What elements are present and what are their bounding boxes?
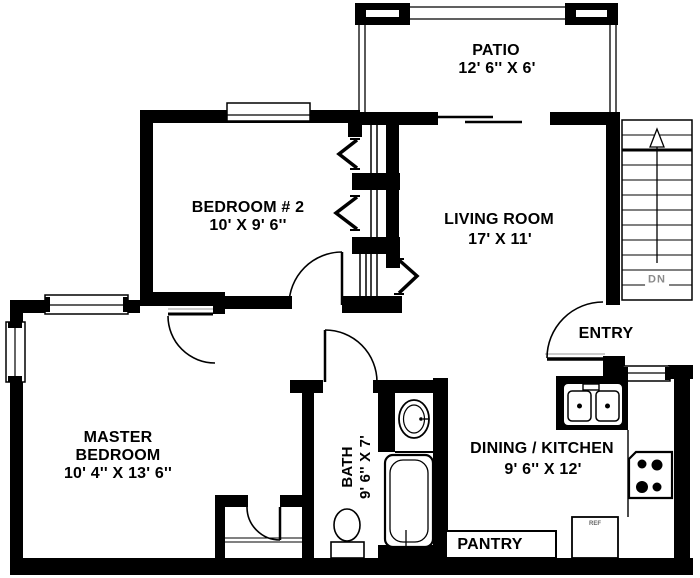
pantry-label: PANTRY: [457, 536, 523, 553]
bifold-door-icons: [333, 138, 420, 295]
window-bedroom2: [226, 102, 311, 122]
dining-kitchen-label: DINING / KITCHEN: [470, 440, 614, 457]
master-bedroom-dims: 10' 4'' X 13' 6'': [63, 465, 173, 482]
door-master-closet: [246, 506, 282, 541]
kitchen-sink-icon: [556, 376, 628, 430]
refrigerator-label: REF: [589, 521, 601, 527]
stairs-up-arrow-icon: [649, 127, 665, 148]
closet-partitions: [359, 123, 378, 298]
door-master: [167, 308, 216, 364]
window-master-top: [44, 294, 129, 315]
door-bath: [323, 329, 378, 383]
bath-label: BATH 9' 6'' X 7': [339, 435, 375, 499]
door-bedroom2: [288, 251, 344, 306]
walls: [10, 110, 693, 575]
bedroom2-label: BEDROOM # 2: [191, 199, 305, 216]
vanity-sink-icon: [395, 399, 433, 453]
living-room-label: LIVING ROOM: [444, 211, 554, 228]
closet-shelf: [225, 537, 302, 543]
stairs-down-label: DN: [645, 274, 669, 286]
window-kitchen: [622, 365, 671, 382]
entry-label: ENTRY: [578, 325, 634, 342]
bathtub-icon: [383, 453, 435, 549]
stairs: [621, 119, 693, 301]
patio-dims: 12' 6'' X 6': [458, 60, 536, 77]
master-bedroom-label-line2: BEDROOM: [75, 447, 161, 464]
patio-railing: [355, 3, 618, 113]
master-bedroom-label-line1: MASTER: [83, 429, 153, 446]
living-room-dims: 17' X 11': [468, 231, 532, 248]
bath-label-dims: 9' 6'' X 7': [357, 434, 374, 500]
bedroom2-dims: 10' X 9' 6'': [209, 217, 287, 234]
pantry-shelf: [445, 530, 557, 559]
patio-label: PATIO: [472, 42, 520, 59]
toilet-icon: [330, 508, 365, 559]
refrigerator-icon: [571, 516, 619, 559]
door-entry: [545, 301, 607, 361]
sliding-door: [438, 115, 522, 124]
dining-kitchen-dims: 9' 6'' X 12': [504, 461, 582, 478]
stove-icon: [627, 450, 674, 500]
bath-label-name: BATH: [339, 446, 356, 488]
master-bedroom-label: MASTER BEDROOM 10' 4'' X 13' 6'': [64, 429, 172, 483]
window-master-left: [5, 321, 26, 383]
